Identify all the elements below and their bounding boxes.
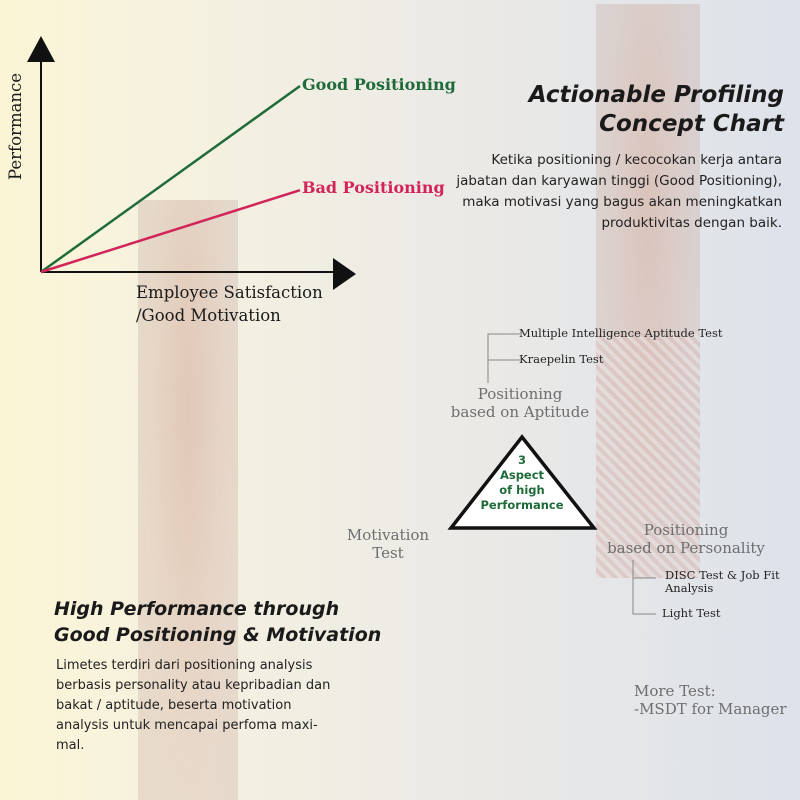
x-axis-label: Employee Satisfaction /Good Motivation (136, 283, 323, 325)
aptitude-test-item: Multiple Intelligence Aptitude Test (519, 326, 723, 340)
page-title-line1: Actionable Profiling (528, 82, 784, 108)
aptitude-label: Positioning based on Aptitude (440, 385, 600, 421)
triangle-text-line: Performance (480, 498, 564, 512)
background-photo-left (138, 200, 238, 800)
series-label-good: Good Positioning (302, 75, 456, 94)
footer-heading: High Performance through Good Positionin… (54, 596, 381, 648)
footer-body-line: bakat / aptitude, beserta motivation (56, 698, 292, 713)
personality-label: Positioning based on Personality (596, 521, 776, 557)
personality-label-line1: Positioning (643, 521, 729, 539)
page-title-line2: Concept Chart (599, 111, 784, 137)
description-line: jabatan dan karyawan tinggi (Good Positi… (456, 173, 782, 189)
more-test: More Test: -MSDT for Manager (634, 682, 787, 718)
bad-positioning-line (40, 188, 301, 274)
y-axis-arrow (27, 36, 55, 62)
aptitude-label-line2: based on Aptitude (450, 403, 590, 421)
footer-body-line: Limetes terdiri dari positioning analysi… (56, 658, 313, 673)
footer-body-line: analysis untuk mencapai perfoma maxi- (56, 718, 318, 733)
aptitude-bracket (487, 333, 520, 383)
triangle-text-line: of high (499, 483, 545, 497)
aptitude-label-line1: Positioning (477, 385, 563, 403)
background-photo-right (596, 4, 700, 578)
series-label-bad: Bad Positioning (302, 178, 445, 197)
footer-body-line: mal. (56, 738, 85, 753)
footer-body-line: berbasis personality atau kepribadian da… (56, 678, 331, 693)
y-axis-label: Performance (6, 72, 25, 180)
more-test-line1: More Test: (634, 682, 716, 700)
motivation-label: Motivation Test (340, 526, 436, 562)
triangle-text-line: Aspect (499, 468, 545, 482)
footer-heading-line2: Good Positioning & Motivation (54, 624, 382, 646)
description-line: maka motivasi yang bagus akan meningkatk… (462, 194, 782, 210)
header-description: Ketika positioning / kecocokan kerja ant… (456, 150, 782, 234)
personality-label-line2: based on Personality (607, 539, 765, 557)
x-axis-arrow (333, 258, 356, 290)
personality-test-item: Light Test (662, 606, 721, 620)
triangle-text: 3 Aspect of high Performance (472, 453, 572, 513)
description-line: Ketika positioning / kecocokan kerja ant… (491, 152, 782, 168)
motivation-label-line1: Motivation (346, 526, 430, 544)
more-test-line2: -MSDT for Manager (634, 700, 787, 718)
good-positioning-line (40, 84, 301, 274)
personality-test-item: DISC Test & Job Fit Analysis (665, 568, 780, 595)
motivation-label-line2: Test (372, 544, 404, 562)
page-title: Actionable Profiling Concept Chart (529, 81, 784, 139)
personality-bracket (632, 560, 656, 615)
footer-body: Limetes terdiri dari positioning analysi… (56, 656, 330, 756)
footer-heading-line1: High Performance through (54, 598, 340, 620)
description-line: produktivitas dengan baik. (601, 215, 782, 231)
aspect-triangle (447, 434, 598, 530)
triangle-text-line: 3 (517, 453, 526, 467)
aptitude-test-item: Kraepelin Test (519, 352, 604, 366)
